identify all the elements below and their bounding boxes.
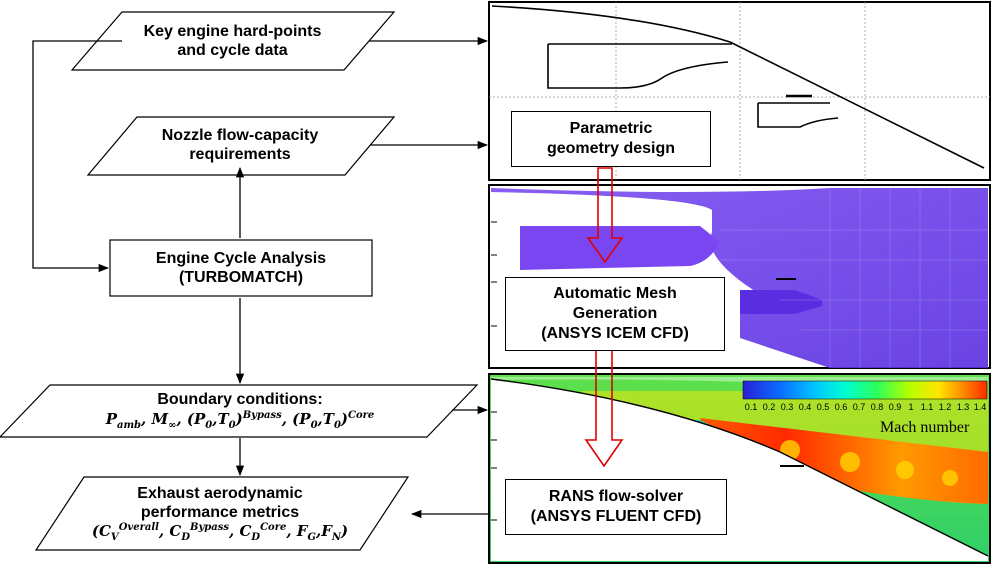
hardpoints-label: Key engine hard-points and cycle data bbox=[110, 18, 355, 64]
colorbar-tick: 1.2 bbox=[939, 402, 952, 412]
nozzle-req-line2: requirements bbox=[189, 146, 291, 163]
nozzle-req-label: Nozzle flow-capacity requirements bbox=[120, 122, 360, 168]
colorbar-tick: 0.1 bbox=[745, 402, 758, 412]
exhaust-label: Exhaust aerodynamic performance metrics … bbox=[60, 478, 380, 550]
red-down-arrow-1 bbox=[586, 167, 624, 264]
geometry-line2: geometry design bbox=[546, 140, 676, 157]
boundary-formula: Pamb, M∞, (P0,T0)Bypass, (P0,T0)Core bbox=[105, 409, 375, 431]
colorbar-tick: 0.6 bbox=[835, 402, 848, 412]
colorbar-tick: 0.7 bbox=[853, 402, 866, 412]
rans-box: RANS flow-solver (ANSYS FLUENT CFD) bbox=[505, 479, 727, 535]
exhaust-parallelogram bbox=[34, 476, 410, 551]
red-down-arrow-2 bbox=[584, 349, 624, 468]
colorbar-tick: 0.9 bbox=[889, 402, 902, 412]
boundary-title: Boundary conditions: bbox=[157, 391, 323, 409]
nozzle-req-parallelogram bbox=[86, 116, 396, 176]
mesh-line2: Generation bbox=[572, 305, 658, 322]
mach-number-label: Mach number bbox=[880, 419, 970, 436]
colorbar-tick: 0.8 bbox=[871, 402, 884, 412]
hardpoints-line1: Key engine hard-points bbox=[143, 22, 322, 40]
nozzle-req-line1: Nozzle flow-capacity bbox=[161, 126, 319, 144]
colorbar-tick: 0.3 bbox=[781, 402, 794, 412]
colorbar-ticks: 0.1 0.2 0.3 0.4 0.5 0.6 0.7 0.8 0.9 1 1.… bbox=[745, 402, 987, 412]
cycle-line1: Engine Cycle Analysis bbox=[155, 249, 327, 267]
hardpoints-parallelogram bbox=[70, 11, 396, 71]
colorbar-tick: 1.4 bbox=[974, 402, 987, 412]
colorbar-tick: 0.5 bbox=[817, 402, 830, 412]
loop-connector bbox=[32, 40, 122, 273]
hardpoints-line2: and cycle data bbox=[177, 42, 288, 59]
boundary-label: Boundary conditions: Pamb, M∞, (P0,T0)By… bbox=[40, 386, 440, 436]
mesh-box: Automatic Mesh Generation (ANSYS ICEM CF… bbox=[505, 277, 725, 351]
exhaust-line1: Exhaust aerodynamic bbox=[137, 484, 303, 502]
colorbar-tick: 1.1 bbox=[921, 402, 934, 412]
rans-line1: RANS flow-solver bbox=[548, 488, 684, 505]
boundary-parallelogram bbox=[0, 384, 479, 438]
exhaust-line2: performance metrics bbox=[140, 504, 300, 521]
cycle-line2: (TURBOMATCH) bbox=[178, 269, 304, 286]
colorbar-tick: 0.4 bbox=[799, 402, 812, 412]
geometry-box: Parametric geometry design bbox=[511, 111, 711, 167]
exhaust-formula: (CVOverall, CDBypass, CDCore, FG,FN) bbox=[91, 522, 349, 544]
rans-line2: (ANSYS FLUENT CFD) bbox=[530, 508, 702, 525]
geometry-line1: Parametric bbox=[569, 120, 653, 137]
colorbar-tick: 0.2 bbox=[763, 402, 776, 412]
mesh-line3: (ANSYS ICEM CFD) bbox=[541, 325, 689, 342]
cycle-box bbox=[109, 239, 373, 297]
colorbar-tick: 1 bbox=[908, 402, 913, 412]
mesh-panel bbox=[488, 184, 991, 369]
colorbar-tick: 1.3 bbox=[957, 402, 970, 412]
mesh-line1: Automatic Mesh bbox=[553, 285, 677, 302]
cycle-label: Engine Cycle Analysis (TURBOMATCH) bbox=[110, 242, 372, 294]
